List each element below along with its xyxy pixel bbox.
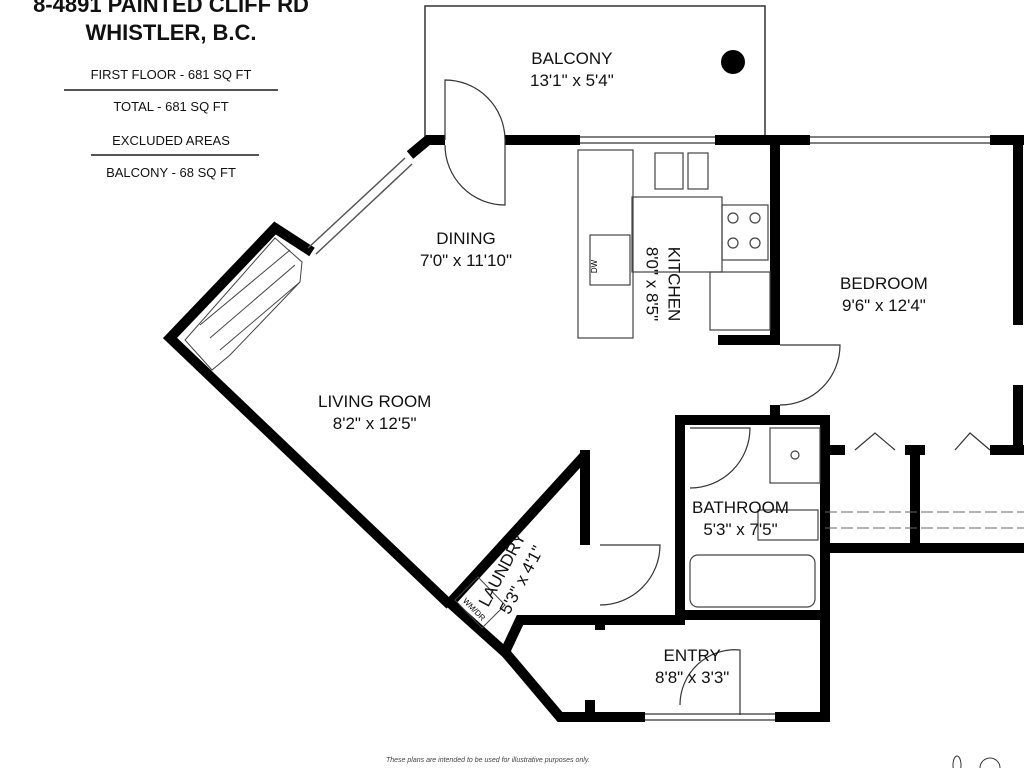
dishwasher-label: DW <box>590 259 600 274</box>
stair-hatch <box>184 237 303 371</box>
doors <box>444 79 991 715</box>
closet-lines <box>825 511 1024 529</box>
divider <box>64 89 278 91</box>
divider <box>91 154 259 156</box>
address-line-2: WHISTLER, B.C. <box>85 20 257 45</box>
disclaimer: These plans are intended to be used for … <box>386 757 590 764</box>
kitchen-counters <box>577 149 771 339</box>
balcony-post <box>721 50 745 74</box>
walls <box>162 135 1024 722</box>
total-area: TOTAL - 681 SQ FT <box>113 99 229 114</box>
address-line-1: 8-4891 PAINTED CLIFF RD <box>33 0 309 17</box>
bathroom-fixtures <box>689 427 821 608</box>
balcony-excluded-area: BALCONY - 68 SQ FT <box>106 165 236 180</box>
excluded-areas-heading: EXCLUDED AREAS <box>112 133 230 148</box>
balcony-outline <box>424 5 766 138</box>
windows <box>307 136 990 721</box>
laundry-appliance <box>454 576 506 629</box>
first-floor-area: FIRST FLOOR - 681 SQ FT <box>90 67 252 82</box>
